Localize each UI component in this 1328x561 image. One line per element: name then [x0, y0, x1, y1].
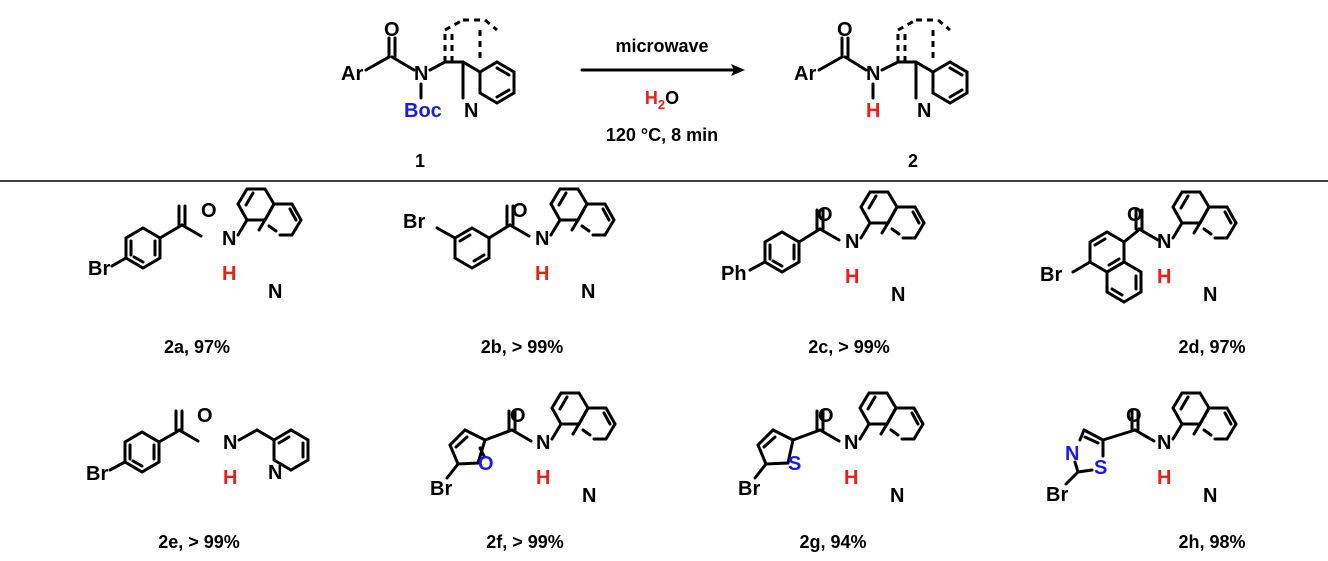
oxygen-label: O	[201, 200, 217, 222]
compound-label: 2f, > 99%	[486, 532, 564, 552]
compound-label: 2b, > 99%	[481, 337, 564, 357]
hydrogen-label: H	[536, 467, 550, 489]
nitrogen-label: N	[223, 432, 237, 454]
hydrogen-label: H	[1157, 467, 1171, 489]
oxygen-label: O	[384, 19, 400, 41]
product-structure: Ar O N H N	[794, 18, 969, 122]
compound-2h-structure: N Br S O N H N	[1046, 391, 1238, 507]
compound-label: 2g, 94%	[799, 532, 866, 552]
compound-2b-structure: Br O N H N	[403, 187, 616, 303]
oxygen-label: O	[818, 405, 834, 427]
nitrogen-label: N	[414, 63, 428, 85]
bromine-label: Br	[430, 478, 452, 500]
nitrogen-label: N	[1203, 284, 1217, 306]
nitrogen-label: N	[268, 281, 282, 303]
compound-2g-structure: Br S O N H N	[738, 391, 925, 507]
boc-label: Boc	[404, 100, 442, 122]
oxygen-label: O	[1127, 204, 1143, 226]
oxygen-label: O	[510, 405, 526, 427]
bromine-label: Br	[1040, 264, 1062, 286]
condition-top: microwave	[615, 36, 708, 56]
phenyl-label: Ph	[721, 263, 747, 285]
nitrogen-label: N	[844, 432, 858, 454]
nitrogen-label: N	[891, 284, 905, 306]
compound-2f-structure: Br O O N H N	[430, 391, 617, 507]
nitrogen-label: N	[1157, 432, 1171, 454]
sulfur-label: S	[1094, 457, 1107, 479]
nitrogen-label: N	[890, 485, 904, 507]
compound-2c-structure: Ph O N H N	[721, 190, 926, 306]
compound-label: 2e, > 99%	[158, 532, 240, 552]
oxygen-label: O	[1126, 405, 1142, 427]
nitrogen-label: N	[268, 462, 282, 484]
nitrogen-label: N	[1157, 231, 1171, 253]
oxygen-label: O	[512, 200, 528, 222]
hydrogen-label: H	[866, 100, 880, 122]
nitrogen-label: N	[917, 100, 931, 122]
nitrogen-label: N	[464, 100, 478, 122]
hydrogen-label: H	[1157, 266, 1171, 288]
oxygen-label: O	[837, 19, 853, 41]
nitrogen-label: N	[582, 485, 596, 507]
nitrogen-label: N	[535, 228, 549, 250]
compound-label: 2h, 98%	[1178, 532, 1245, 552]
compound-2a-structure: Br O N H N	[88, 187, 303, 303]
compound-2d-structure: Br O N H N	[1040, 190, 1238, 306]
oxygen-label: O	[817, 204, 833, 226]
bromine-label: Br	[88, 258, 110, 280]
nitrogen-label: N	[222, 228, 236, 250]
oxygen-label: O	[197, 405, 213, 427]
condition-reagent: H2O	[645, 88, 679, 112]
compound-label: 2c, > 99%	[808, 337, 890, 357]
ar-label: Ar	[794, 63, 816, 85]
compound-label: 2a, 97%	[164, 337, 230, 357]
oxygen-label: O	[478, 453, 494, 475]
hydrogen-label: H	[223, 467, 237, 489]
hydrogen-label: H	[845, 266, 859, 288]
reactant-number: 1	[415, 151, 425, 171]
hydrogen-label: H	[535, 263, 549, 285]
condition-bottom: 120 °C, 8 min	[606, 125, 718, 145]
reaction-arrow	[580, 64, 745, 76]
nitrogen-label: N	[536, 432, 550, 454]
nitrogen-label: N	[581, 281, 595, 303]
hydrogen-label: H	[844, 467, 858, 489]
bromine-label: Br	[86, 463, 108, 485]
reactant-structure: Ar O N Boc N	[341, 18, 516, 122]
bromine-label: Br	[738, 478, 760, 500]
sulfur-label: S	[788, 453, 801, 475]
ar-label: Ar	[341, 63, 363, 85]
compound-label: 2d, 97%	[1178, 337, 1245, 357]
compound-2e-structure: Br O N H N	[86, 405, 310, 489]
bromine-label: Br	[403, 211, 425, 233]
nitrogen-label: N	[1203, 485, 1217, 507]
nitrogen-label: N	[1065, 443, 1079, 465]
nitrogen-label: N	[845, 231, 859, 253]
product-number: 2	[908, 151, 918, 171]
bromine-label: Br	[1046, 484, 1068, 506]
nitrogen-label: N	[866, 63, 880, 85]
hydrogen-label: H	[222, 263, 236, 285]
